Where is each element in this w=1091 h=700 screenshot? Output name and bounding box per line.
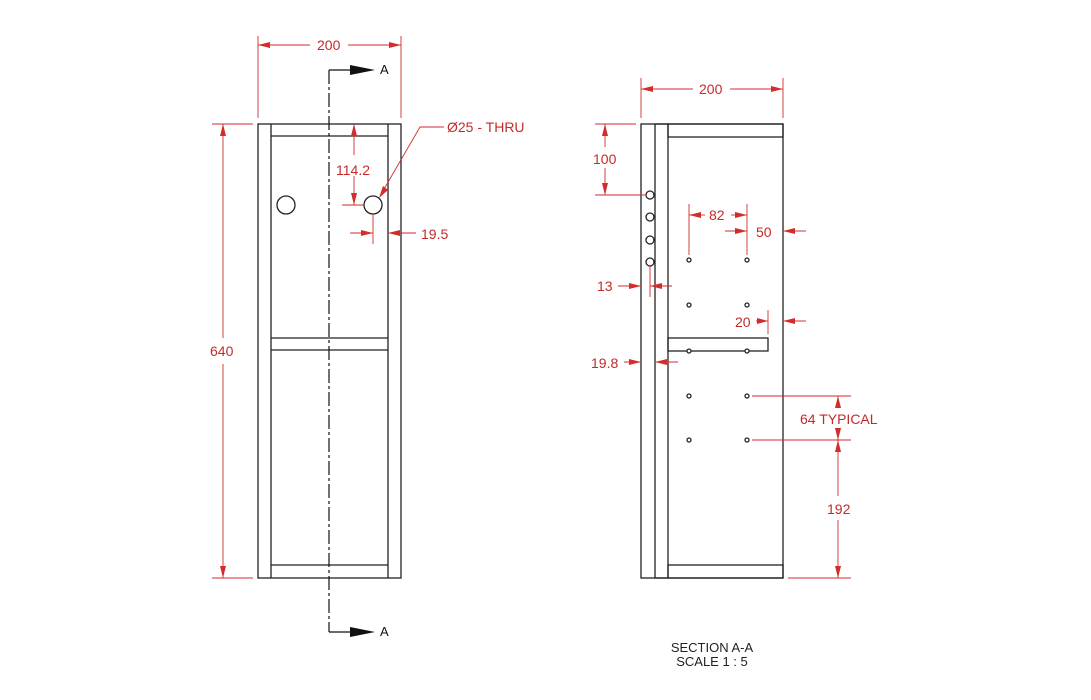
- dim-back-panel: 19.8: [591, 355, 678, 371]
- svg-text:200: 200: [317, 37, 341, 53]
- dim-typical-spacing: 64 TYPICAL: [752, 395, 878, 441]
- dim-back-hole-offset: 13: [597, 266, 672, 297]
- dim-hole-spacing: 82: [688, 204, 748, 255]
- svg-text:19.8: 19.8: [591, 355, 618, 371]
- svg-text:200: 200: [699, 81, 723, 97]
- section-label-top: A: [380, 62, 389, 77]
- dim-top-hole: 100: [593, 123, 645, 196]
- section-label-bottom: A: [380, 624, 389, 639]
- left-hole: [276, 195, 296, 215]
- back-holes: [645, 190, 655, 267]
- svg-text:64 TYPICAL: 64 TYPICAL: [800, 411, 878, 427]
- svg-text:192: 192: [827, 501, 851, 517]
- dim-hole-edge: 50: [725, 224, 806, 240]
- svg-text:19.5: 19.5: [421, 226, 448, 242]
- dim-shelf-gap: 20: [735, 310, 806, 334]
- svg-text:100: 100: [593, 151, 617, 167]
- dim-front-height: 640: [210, 123, 253, 579]
- dim-bottom-hole: 192: [788, 440, 851, 579]
- dim-section-width: 200: [640, 78, 784, 118]
- bottom-panel-hatched: [667, 564, 784, 579]
- dim-front-width: 200: [257, 36, 402, 118]
- dim-hole-callout: Ø25 - THRU: [379, 119, 525, 198]
- dim-hole-vertical: 114.2: [336, 124, 370, 206]
- svg-text:114.2: 114.2: [336, 162, 370, 178]
- dim-hole-horizontal: 19.5: [350, 214, 448, 244]
- front-view: A A 200 640: [210, 36, 525, 639]
- svg-text:20: 20: [735, 314, 751, 330]
- section-arrow-top: [350, 65, 375, 75]
- section-scale: SCALE 1 : 5: [676, 654, 748, 669]
- shelf-hatched: [667, 337, 769, 352]
- section-arrow-bottom: [350, 627, 375, 637]
- svg-text:82: 82: [709, 207, 725, 223]
- section-title: SECTION A-A: [671, 640, 754, 655]
- svg-text:Ø25 - THRU: Ø25 - THRU: [447, 119, 525, 135]
- svg-text:640: 640: [210, 343, 234, 359]
- svg-text:50: 50: [756, 224, 772, 240]
- top-panel-hatched: [667, 123, 784, 138]
- svg-text:13: 13: [597, 278, 613, 294]
- back-panel-hatched: [654, 123, 669, 579]
- section-view: 200 100 82 50: [591, 78, 878, 669]
- right-hole: [363, 195, 383, 215]
- shelf-pin-holes: [686, 257, 750, 443]
